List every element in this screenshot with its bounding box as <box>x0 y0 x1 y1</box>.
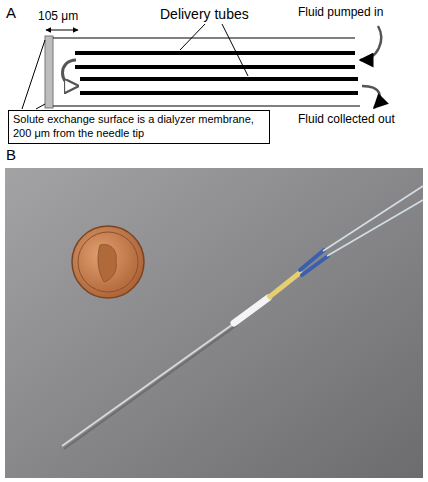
probe-photo <box>5 168 423 478</box>
probe-schematic <box>22 24 381 109</box>
penny-rim <box>78 232 138 292</box>
blue-connector <box>302 256 328 275</box>
leader-line <box>22 40 45 109</box>
sleeve <box>234 298 268 323</box>
leader-line <box>36 104 45 109</box>
delivery-tube <box>80 77 358 81</box>
part-name: Delivery tubes <box>160 6 249 22</box>
tube <box>327 200 423 256</box>
panel-letter: B <box>6 146 16 163</box>
dimension: 105 μm <box>38 10 78 24</box>
delivery-tube <box>75 65 355 69</box>
needle-shadow <box>64 325 237 449</box>
tube <box>323 186 423 251</box>
yellow-tubing <box>268 271 302 298</box>
callout-box: Solute exchange surface is a dialyzer me… <box>8 110 270 144</box>
dimension-arrow <box>46 30 78 31</box>
needle <box>62 322 236 446</box>
callout-text: Solute exchange surface is a dialyzer me… <box>13 113 265 141</box>
leader-line <box>180 24 205 50</box>
penny <box>72 226 144 298</box>
delivery-tube <box>80 91 358 95</box>
outflow-arrow <box>362 86 380 108</box>
flow-arrow <box>63 60 77 86</box>
needle-wall <box>53 38 355 39</box>
flow-note: Fluid collected out <box>298 113 395 127</box>
flow-note: Fluid pumped in <box>298 6 383 20</box>
penny-profile <box>98 244 116 282</box>
needle-wall <box>53 106 360 107</box>
photo-ground <box>5 168 423 478</box>
membrane <box>45 36 53 108</box>
panel-letter: A <box>6 4 16 21</box>
inflow-arrow <box>360 26 381 60</box>
delivery-tube <box>75 51 355 55</box>
leader-line <box>222 24 248 76</box>
